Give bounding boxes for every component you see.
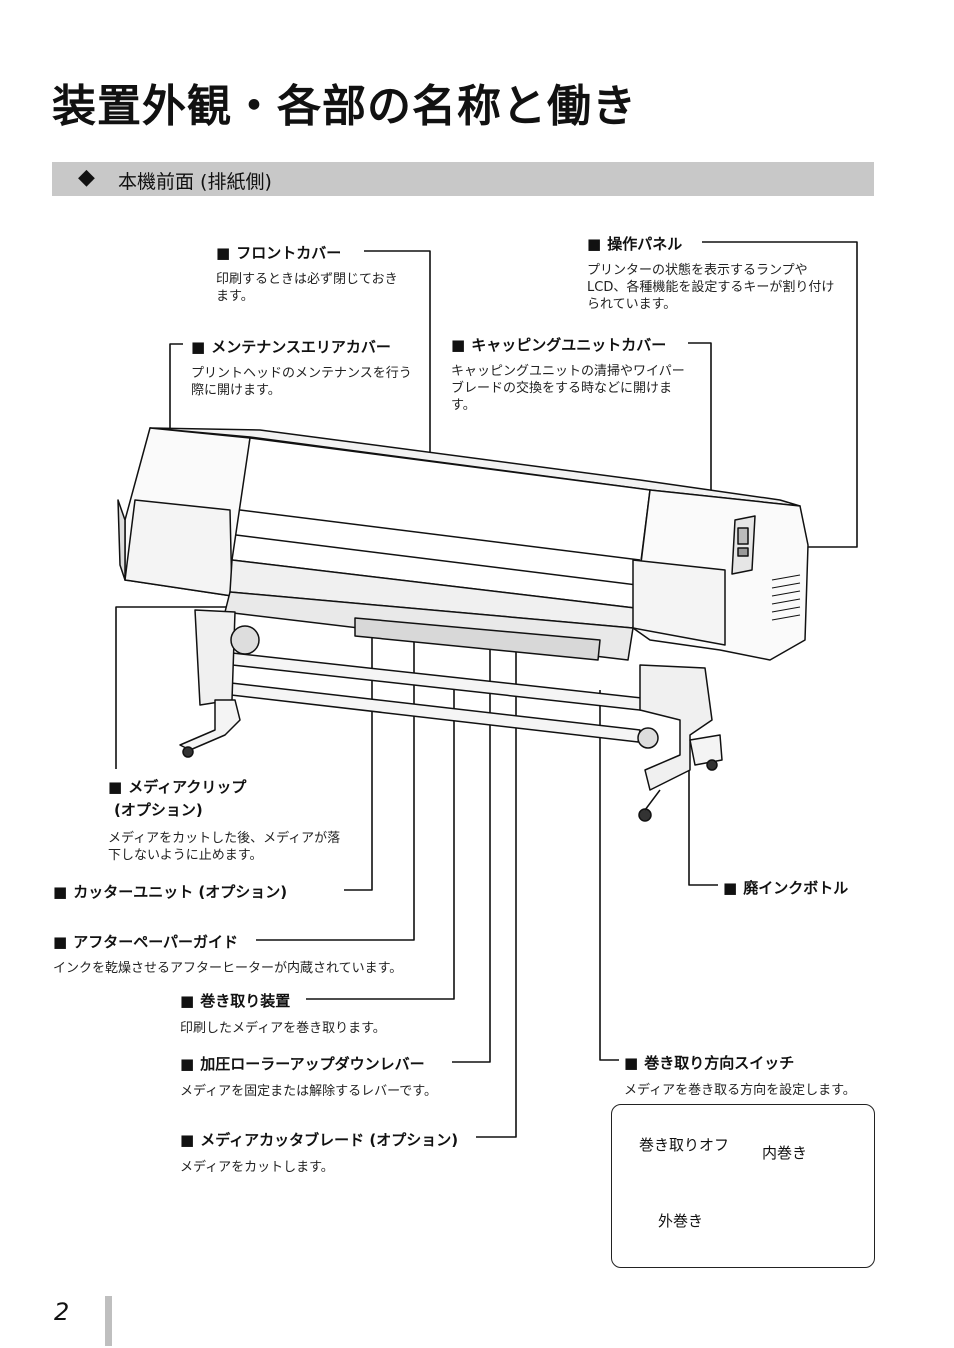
callout-media-clip: ■ メディアクリップ (オプション) メディアをカットした後、メディアが落下しない… [108,776,346,864]
callout-cutter-unit: ■ カッターユニット (オプション) [53,881,287,902]
callout-title: メンテナンスエリアカバー [211,338,391,356]
leader-front-cover [364,250,431,512]
callout-title: 巻き取り装置 [200,992,291,1010]
callout-direction-switch: ■ 巻き取り方向スイッチ メディアを巻き取る方向を設定します。 [624,1052,856,1099]
callout-title: フロントカバー [236,244,342,262]
callout-desc: メディアを固定または解除するレバーです。 [180,1084,438,1099]
leader-direction-switch [599,690,619,1061]
right-stand [639,664,713,791]
callout-waste-ink: ■ 廃インクボトル [723,877,848,898]
leader-cutter-blade [476,635,517,1138]
leader-media-clip [115,606,226,769]
callout-desc: メディアをカットします。 [180,1160,334,1175]
callout-desc: 印刷するときは必ず閉じておきます。 [216,272,398,304]
square-bullet-icon: ■ [53,883,68,901]
section-header: ◆ 本機前面 (排紙側) [52,162,874,196]
square-bullet-icon: ■ [216,244,231,262]
leader-take-up [306,678,455,1000]
square-bullet-icon: ■ [723,879,738,897]
square-bullet-icon: ■ [180,992,195,1010]
callout-title: 巻き取り方向スイッチ [644,1054,795,1072]
square-bullet-icon: ■ [180,1131,195,1149]
inset-label-outer: 外巻き [658,1212,704,1230]
callout-title: メディアクリップ [128,778,247,796]
callout-desc: メディアを巻き取る方向を設定します。 [624,1083,856,1098]
square-bullet-icon: ■ [451,336,466,354]
callout-front-cover: ■ フロントカバー 印刷するときは必ず閉じておきます。 [216,242,401,305]
leader-pressure-lever [452,632,491,1063]
control-panel-graphic [731,515,756,575]
callout-title: メディアカッタブレード (オプション) [200,1131,459,1149]
callout-desc: プリンターの状態を表示するランプやLCD、各種機能を設定するキーが割り付けられて… [587,263,835,312]
callout-desc: プリントヘッドのメンテナンスを行う際に開けます。 [191,366,412,398]
printer-top [149,427,801,507]
square-bullet-icon: ■ [108,778,123,796]
page-bar [105,1296,112,1346]
inset-label-inner: 内巻き [762,1144,808,1162]
callout-take-up: ■ 巻き取り装置 印刷したメディアを巻き取ります。 [180,990,386,1037]
callout-control-panel: ■ 操作パネル プリンターの状態を表示するランプやLCD、各種機能を設定するキーが… [587,233,845,313]
callout-title: 加圧ローラーアップダウンレバー [200,1055,425,1073]
callout-title-option: (オプション) [114,801,203,819]
square-bullet-icon: ■ [624,1054,639,1072]
square-bullet-icon: ■ [191,338,206,356]
leader-cutter-unit [344,625,373,891]
leader-capping-cover [688,342,712,538]
square-bullet-icon: ■ [180,1055,195,1073]
callout-desc: メディアをカットした後、メディアが落下しないように止めます。 [108,831,341,863]
section-label: 本機前面 (排紙側) [118,171,272,193]
inset-label-off: 巻き取りオフ [639,1136,730,1154]
callout-cutter-blade: ■ メディアカッタブレード (オプション) メディアをカットします。 [180,1129,458,1176]
callout-title: アフターペーパーガイド [73,933,239,951]
callout-pressure-lever: ■ 加圧ローラーアップダウンレバー メディアを固定または解除するレバーです。 [180,1053,437,1100]
callout-desc: キャッピングユニットの清掃やワイパーブレードの交換をする時などに開けます。 [451,364,685,413]
callout-desc: インクを乾燥させるアフターヒーターが内蔵されています。 [53,961,403,976]
square-bullet-icon: ■ [53,933,68,951]
leader-after-paper-guide [256,580,415,941]
callout-title: 操作パネル [607,235,683,253]
callout-after-paper-guide: ■ アフターペーパーガイド インクを乾燥させるアフターヒーターが内蔵されています。 [53,931,402,977]
left-stand [194,609,236,706]
square-bullet-icon: ■ [587,235,602,253]
page-title: 装置外観・各部の名称と働き [52,81,637,132]
callout-title: 廃インクボトル [743,879,849,897]
callout-maintenance-cover: ■ メンテナンスエリアカバー プリントヘッドのメンテナンスを行う際に開けます。 [191,336,419,399]
callout-desc: 印刷したメディアを巻き取ります。 [180,1021,386,1036]
switch-inset [611,1104,875,1268]
callout-title: キャッピングユニットカバー [471,336,667,354]
callout-title: カッターユニット (オプション) [73,883,288,901]
page-number: 2 [54,1298,70,1326]
callout-capping-cover: ■ キャッピングユニットカバー キャッピングユニットの清掃やワイパーブレードの交換… [451,334,695,414]
diamond-icon: ◆ [78,165,95,190]
